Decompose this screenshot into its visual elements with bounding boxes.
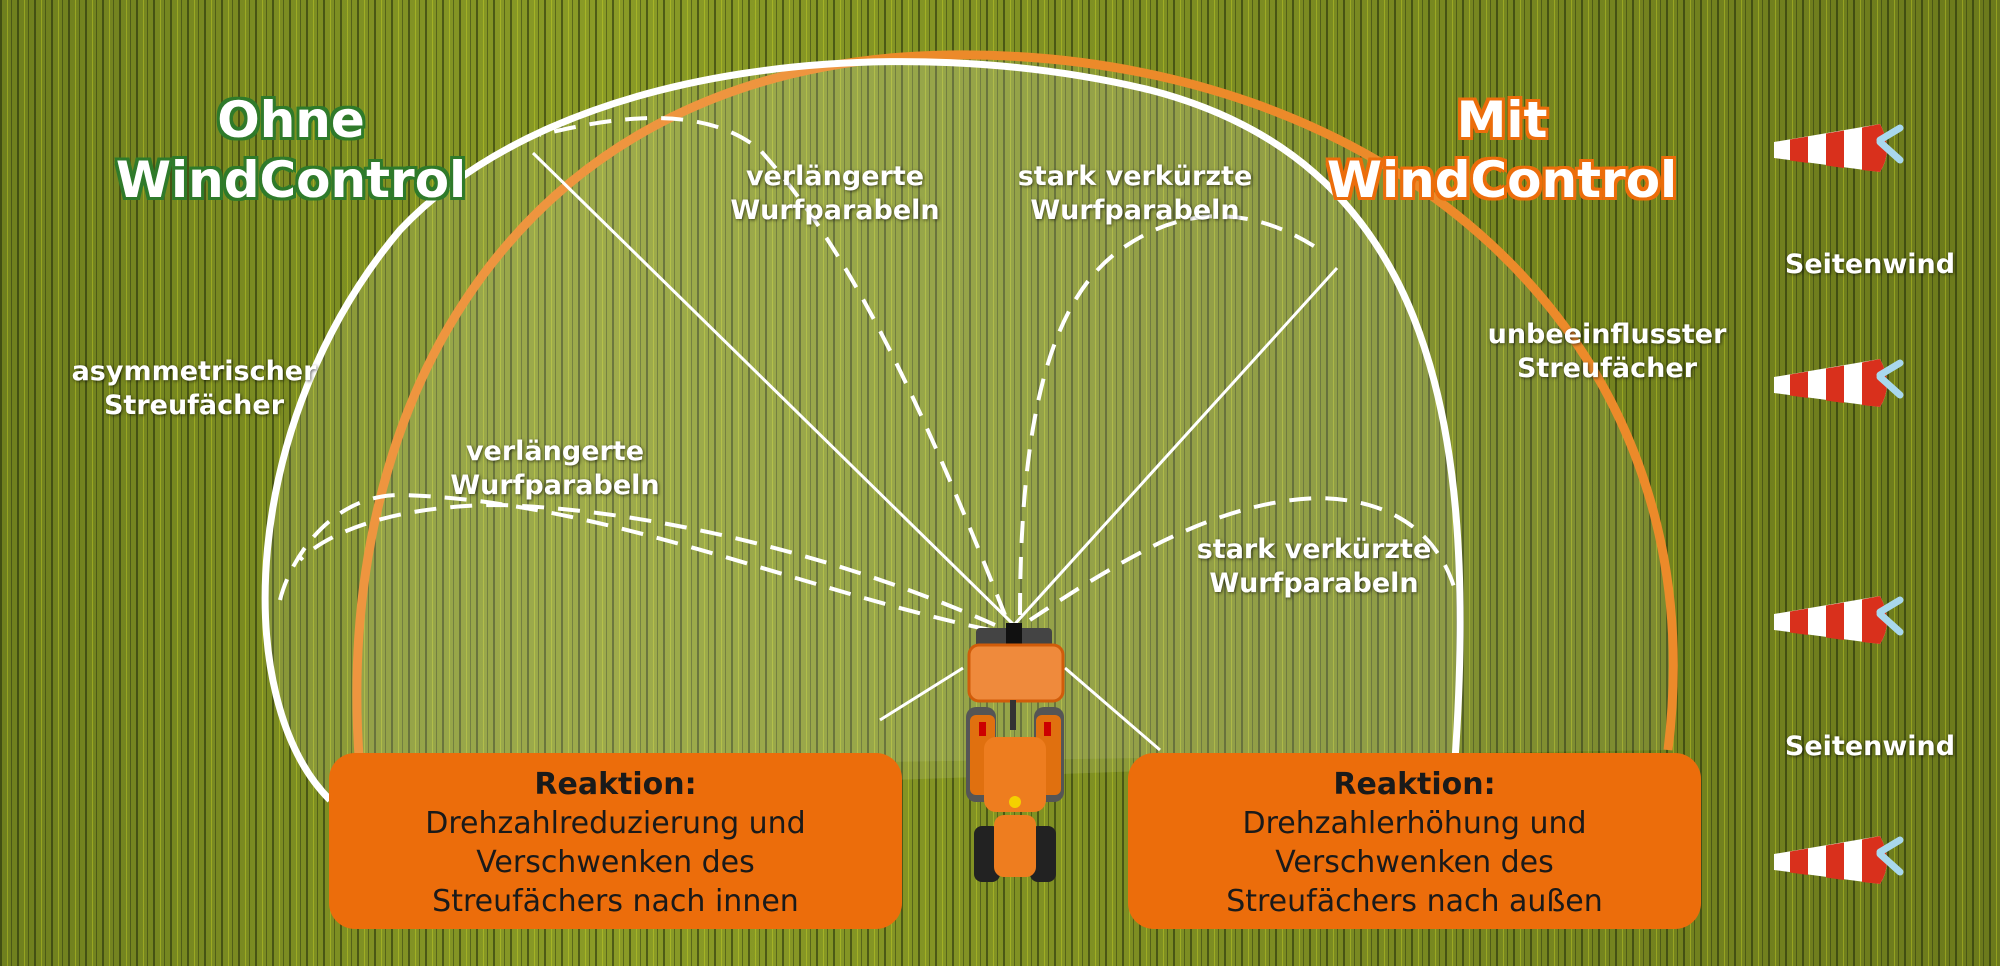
title-line: Mit — [1456, 91, 1548, 149]
title-without-windcontrol: Ohne WindControl — [116, 90, 466, 210]
label-line: unbeeinflusster — [1487, 319, 1727, 350]
label-line: stark verkürzte — [1196, 534, 1432, 565]
title-line: WindControl — [1326, 151, 1678, 209]
fan-line-right — [1012, 266, 1339, 627]
label-line: Streufächer — [1516, 353, 1698, 384]
reaction-line: Drehzahlreduzierung und — [425, 806, 806, 841]
label-line: asymmetrischer — [71, 356, 317, 387]
parabola-lower-right — [1028, 495, 1457, 622]
parabola-far-left — [278, 492, 991, 632]
windsock-icon — [1770, 355, 1915, 415]
label-line: Wurfparabeln — [1030, 195, 1240, 226]
label-line: Wurfparabeln — [1209, 568, 1419, 599]
asymmetric-spread-fan — [261, 58, 1464, 803]
reaction-line: Verschwenken des — [476, 845, 755, 880]
title-line: Ohne — [217, 91, 365, 149]
reaction-line: Streufächers nach außen — [1226, 884, 1603, 919]
unaffected-spread-fan — [352, 50, 1678, 771]
windsock-icon — [1770, 592, 1915, 652]
reaction-line: Verschwenken des — [1275, 845, 1554, 880]
windsock-icon — [1770, 832, 1915, 892]
windsock-icon — [1770, 120, 1915, 180]
parabola-lower-left — [298, 502, 996, 627]
label-line: verlängerte — [745, 161, 925, 192]
reaction-heading: Reaktion: — [534, 767, 697, 802]
tractor-edge-right — [1064, 666, 1161, 752]
reaction-heading: Reaktion: — [1333, 767, 1496, 802]
reaction-box-left: Reaktion: Drehzahlreduzierung und Versch… — [329, 753, 902, 929]
reaction-line: Streufächers nach innen — [432, 884, 799, 919]
label-crosswind: Seitenwind — [1784, 731, 1956, 762]
tractor-edge-left — [879, 666, 964, 722]
fan-line-left — [531, 151, 1016, 627]
parabola-upper-left — [539, 116, 1007, 616]
label-line: Wurfparabeln — [730, 195, 940, 226]
reaction-line: Drehzahlerhöhung und — [1242, 806, 1587, 841]
title-line: WindControl — [115, 151, 467, 209]
label-line: Wurfparabeln — [450, 470, 660, 501]
throw-parabolas — [278, 116, 1457, 632]
parabola-upper-mid — [1018, 214, 1322, 616]
tractor-with-spreader — [966, 623, 1065, 882]
label-crosswind: Seitenwind — [1784, 249, 1956, 280]
label-line: stark verkürzte — [1017, 161, 1253, 192]
title-with-windcontrol: Mit WindControl — [1327, 90, 1677, 210]
label-line: verlängerte — [465, 436, 645, 467]
label-line: Streufächer — [103, 390, 285, 421]
reaction-box-right: Reaktion: Drehzahlerhöhung und Verschwen… — [1128, 753, 1701, 929]
